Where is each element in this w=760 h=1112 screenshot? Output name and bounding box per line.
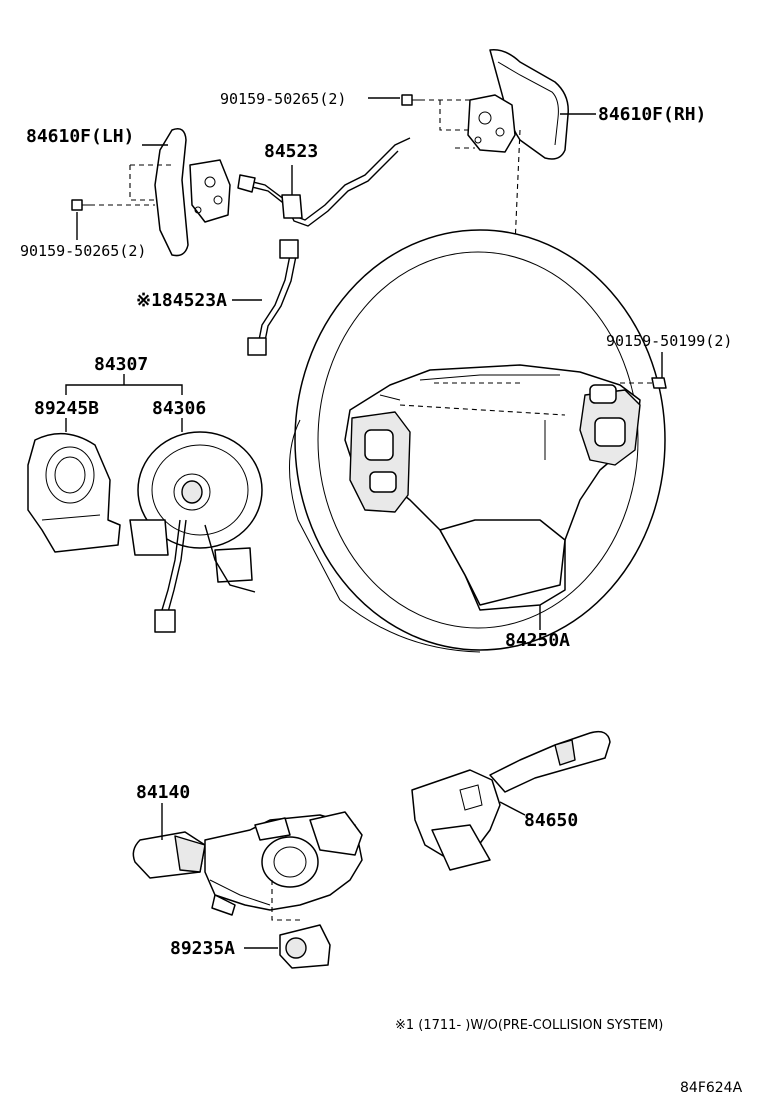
paddle-shifter-rh[interactable] bbox=[467, 49, 569, 160]
label-paddle-rh: 84610F(RH) bbox=[598, 104, 706, 125]
footnote: ※1 (1711- )W/O(PRE-COLLISION SYSTEM) bbox=[395, 1018, 663, 1033]
label-steering-sensor: 89235A bbox=[170, 938, 235, 959]
label-wire-harness-alt: ※184523A bbox=[136, 290, 227, 311]
paddle-shifter-lh[interactable] bbox=[154, 128, 231, 257]
label-wire-harness: 84523 bbox=[264, 141, 318, 162]
label-paddle-lh: 84610F(LH) bbox=[26, 126, 134, 147]
label-wiper-switch: 84650 bbox=[524, 810, 578, 831]
clock-spring-cover-89245b[interactable] bbox=[27, 432, 121, 553]
screw-rh[interactable] bbox=[401, 94, 420, 106]
label-clock-spring-assy: 84307 bbox=[94, 354, 148, 375]
label-turn-signal-switch: 84140 bbox=[136, 782, 190, 803]
label-steering-wheel: 84250A bbox=[505, 630, 570, 651]
wire-harness-84523[interactable] bbox=[237, 137, 411, 227]
label-clock-spring-cover: 89245B bbox=[34, 398, 99, 419]
steering-wheel-84250a[interactable] bbox=[288, 229, 666, 653]
label-switch-screw: 90159-50199(2) bbox=[606, 332, 732, 350]
diagram-code: 84F624A bbox=[680, 1080, 743, 1096]
screw-lh[interactable] bbox=[71, 199, 90, 211]
steering-sensor-89235a[interactable] bbox=[279, 924, 331, 969]
label-screw-rh: 90159-50265(2) bbox=[220, 90, 346, 108]
label-clock-spring: 84306 bbox=[152, 398, 206, 419]
wire-harness-84523a[interactable] bbox=[247, 239, 299, 356]
turn-signal-switch-84140[interactable] bbox=[132, 811, 363, 916]
wiper-switch-84650[interactable] bbox=[411, 730, 611, 871]
label-screw-lh: 90159-50265(2) bbox=[20, 242, 146, 260]
screw-steering-switch[interactable] bbox=[651, 377, 667, 389]
clock-spring-84306[interactable] bbox=[129, 431, 263, 633]
